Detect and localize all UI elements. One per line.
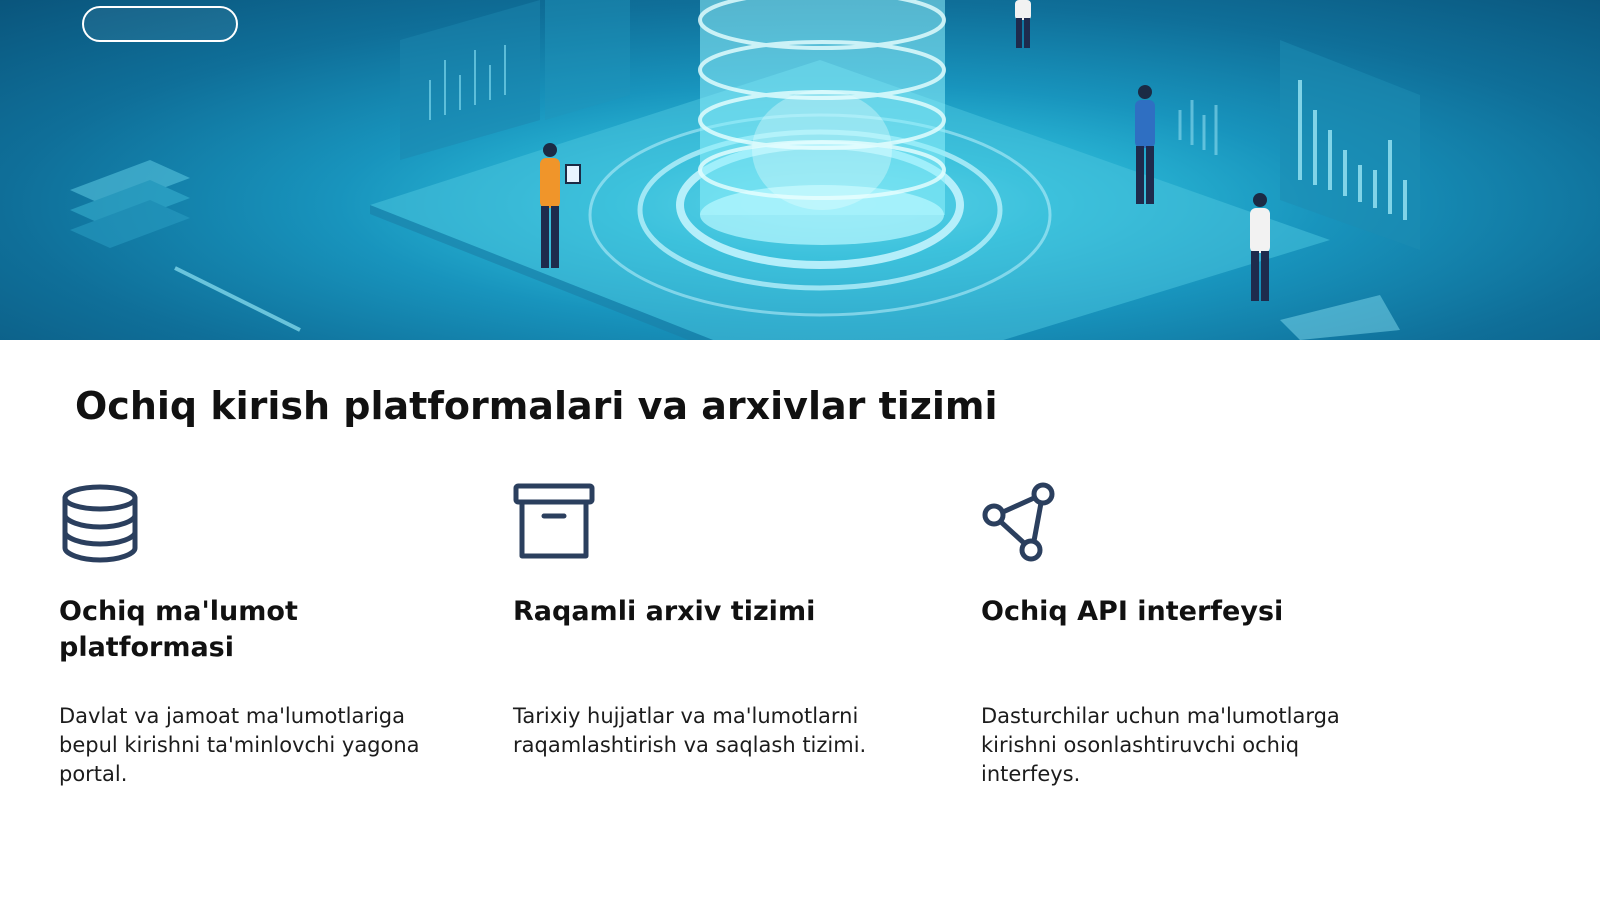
hero-pill-button[interactable]	[82, 6, 238, 42]
left-panel	[400, 0, 540, 160]
data-cylinder	[700, 0, 945, 215]
card-heading: Ochiq ma'lumot platformasi	[59, 596, 298, 663]
share-nodes-icon	[982, 482, 1055, 562]
left-panel-2	[545, 0, 630, 120]
right-chart-bars	[1298, 80, 1407, 220]
page-title: Ochiq kirish platformalari va arxivlar t…	[75, 384, 998, 428]
card-description: Dasturchilar uchun ma'lumotlarga kirishn…	[981, 704, 1340, 786]
feature-card-digital-archive: Raqamli arxiv tizimi Tarixiy hujjatlar v…	[513, 482, 933, 757]
card-heading: Ochiq API interfeysi	[981, 596, 1284, 627]
person-orange-shirt	[540, 143, 581, 268]
card-description: Davlat va jamoat ma'lumotlariga bepul ki…	[59, 704, 420, 786]
hero-banner	[0, 0, 1600, 340]
person-blue-shirt	[1135, 85, 1155, 204]
card-heading: Raqamli arxiv tizimi	[513, 596, 816, 627]
left-panel-lines	[429, 45, 506, 120]
platform-edge	[370, 205, 713, 340]
feature-card-open-data: Ochiq ma'lumot platformasi Davlat va jam…	[59, 482, 459, 786]
card-description: Tarixiy hujjatlar va ma'lumotlarni raqam…	[513, 704, 867, 757]
person-white-shirt	[1250, 193, 1270, 301]
left-server-stack	[70, 160, 190, 248]
cylinder-rings	[698, 0, 946, 200]
hero-illustration	[70, 0, 1420, 340]
person-top	[1015, 0, 1031, 48]
archive-box-icon	[513, 483, 595, 559]
right-chart-panel	[1280, 40, 1420, 250]
database-icon	[62, 484, 138, 563]
feature-card-open-api: Ochiq API interfeysi Dasturchilar uchun …	[981, 482, 1401, 786]
